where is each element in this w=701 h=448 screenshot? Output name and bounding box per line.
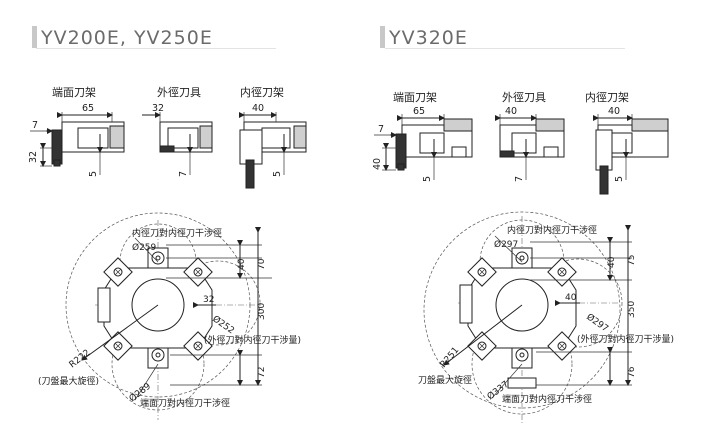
right-od-diameter: Ø297 — [584, 311, 610, 334]
right-radius: R251 — [439, 346, 462, 370]
left-title-text: YV200E, YV250E — [41, 27, 213, 49]
dim-5: 5 — [88, 171, 99, 177]
right-id-diameter: Ø297 — [494, 239, 518, 250]
dim-5: 5 — [614, 176, 625, 182]
dim-7: 7 — [378, 124, 384, 135]
dim-32: 32 — [28, 151, 39, 163]
left-end-face-holder-drawing — [30, 112, 125, 175]
right-id-interference-label: 内徑刀對内徑刀干涉徑 — [507, 224, 597, 236]
left-od-interference-label: (外徑刀對内徑刀干涉量) — [204, 334, 301, 346]
dim-65: 65 — [413, 106, 425, 117]
left-id-holder-drawing — [239, 112, 307, 189]
right-id-holder-drawing — [593, 114, 669, 195]
dim-7: 7 — [32, 120, 38, 131]
right-od-holder-drawing — [495, 114, 565, 180]
dim-40: 40 — [237, 258, 247, 270]
dim-5: 5 — [272, 171, 283, 177]
right-id-holder-label: 内徑刀架 — [585, 90, 629, 104]
left-od-holder-drawing — [142, 112, 213, 175]
dim-300: 300 — [257, 303, 267, 320]
dim-350: 350 — [627, 301, 637, 318]
left-id-diameter: Ø259 — [132, 242, 157, 253]
right-title-rule — [385, 48, 625, 49]
dim-70: 70 — [257, 258, 267, 270]
dim-75: 75 — [627, 255, 637, 266]
dim-72: 72 — [257, 367, 267, 378]
dim-7: 7 — [178, 171, 189, 177]
right-od-holder-label: 外徑刀具 — [502, 91, 546, 104]
left-model-title: YV200E, YV250E — [32, 26, 213, 49]
right-title-text: YV320E — [389, 27, 468, 49]
right-end-face-holder-drawing — [374, 114, 473, 180]
dim-7: 7 — [514, 176, 525, 182]
dim-40: 40 — [608, 106, 620, 117]
dim-32: 32 — [203, 295, 214, 305]
dim-40: 40 — [372, 158, 383, 170]
dim-40: 40 — [252, 103, 264, 114]
title-accent-bar — [380, 26, 385, 48]
dim-40: 40 — [607, 256, 617, 268]
right-max-swing-label: 刀盤最大旋徑 — [418, 374, 472, 386]
left-max-swing-label: (刀盤最大旋徑) — [38, 375, 99, 387]
right-od-interference-label: (外徑刀對内徑刀干涉量) — [577, 333, 674, 345]
right-turret-drawing — [423, 211, 632, 424]
left-title-rule — [36, 48, 276, 49]
right-end-interference-label: 端面刀對内徑刀干涉徑 — [502, 393, 592, 405]
dim-65: 65 — [82, 103, 94, 114]
left-od-holder-label: 外徑刀具 — [157, 86, 201, 99]
left-end-face-holder-label: 端面刀架 — [52, 86, 96, 99]
left-id-interference-label: 内徑刀對内徑刀干涉徑 — [132, 227, 222, 239]
dim-40: 40 — [565, 293, 577, 303]
dim-32: 32 — [152, 103, 164, 114]
left-radius: R222 — [68, 348, 93, 370]
right-model-title: YV320E — [380, 26, 468, 49]
left-end-interference-label: 端面刀對内徑刀干涉徑 — [140, 397, 230, 409]
dim-5: 5 — [422, 176, 433, 182]
right-end-face-holder-label: 端面刀架 — [393, 91, 437, 104]
left-turret-drawing — [65, 212, 272, 420]
left-od-diameter: Ø252 — [210, 313, 236, 336]
left-id-holder-label: 内徑刀架 — [240, 85, 284, 99]
dim-40: 40 — [505, 106, 517, 117]
title-accent-bar — [32, 26, 37, 48]
dim-76: 76 — [627, 366, 637, 378]
